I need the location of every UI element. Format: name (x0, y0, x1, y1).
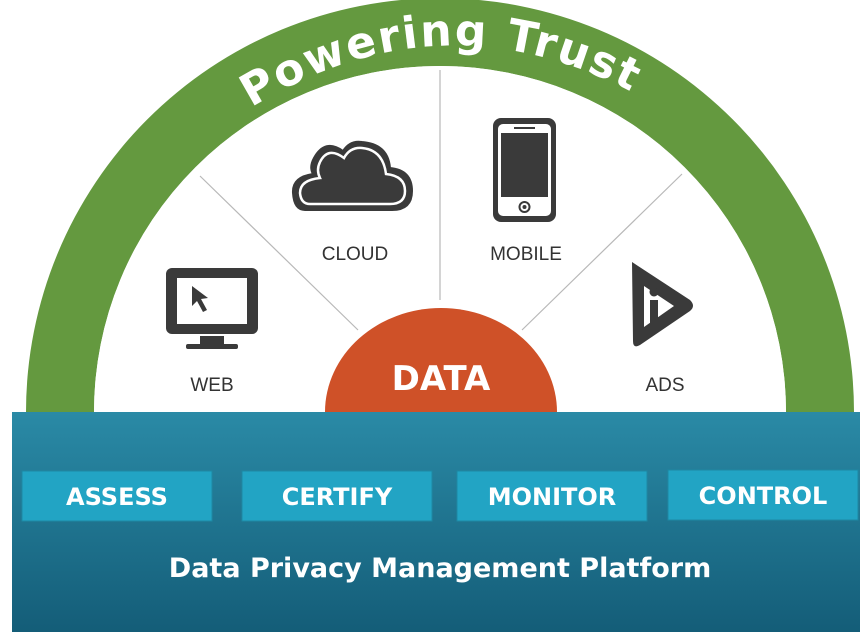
monitor-button: MONITOR (456, 470, 648, 522)
sector-dividers (199, 70, 683, 331)
certify-button: CERTIFY (241, 470, 433, 522)
control-button: CONTROL (667, 469, 859, 521)
ads-play-icon (632, 262, 693, 347)
monitor-cursor-icon (166, 268, 258, 349)
channel-label-mobile: MOBILE (490, 244, 562, 265)
channel-label-cloud: CLOUD (322, 244, 389, 265)
platform-title: Data Privacy Management Platform (169, 553, 711, 584)
data-label: DATA (392, 359, 491, 399)
svg-text:MONITOR: MONITOR (488, 483, 617, 511)
svg-text:ASSESS: ASSESS (66, 483, 168, 511)
mobile-phone-icon (493, 118, 556, 222)
trust-ring (26, 0, 854, 412)
platform-base (12, 412, 860, 632)
data-core (325, 308, 557, 412)
channel-label-web: WEB (190, 375, 233, 396)
assess-button: ASSESS (21, 470, 213, 522)
svg-text:CERTIFY: CERTIFY (282, 483, 393, 511)
svg-text:CONTROL: CONTROL (699, 482, 828, 510)
cloud-icon (291, 140, 414, 211)
channel-label-ads: ADS (645, 375, 684, 396)
